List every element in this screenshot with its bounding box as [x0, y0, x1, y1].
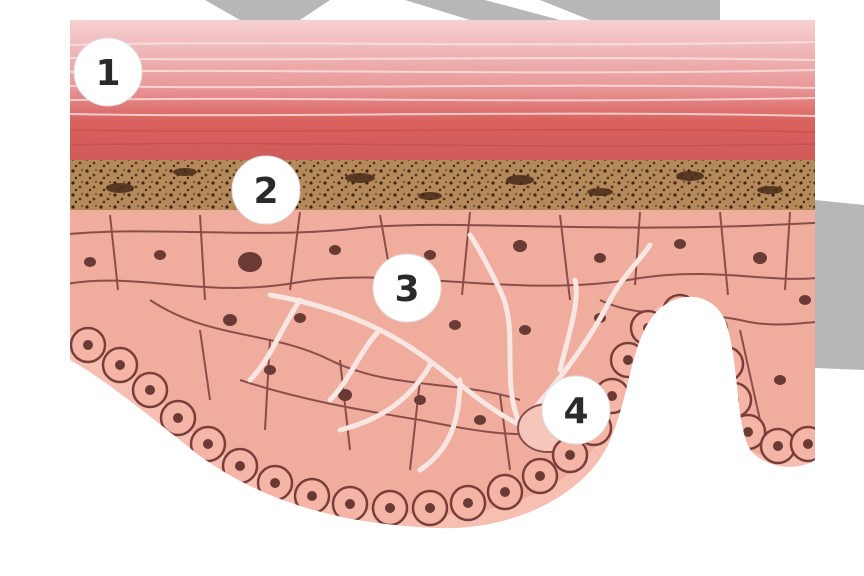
label-4-circle — [541, 375, 611, 445]
label-4: 4 — [541, 375, 611, 445]
stratum-granulosum — [70, 160, 815, 210]
label-3-circle — [372, 253, 442, 323]
watermark-shapes — [205, 0, 864, 370]
label-3: 3 — [372, 253, 442, 323]
label-1-text: 1 — [95, 53, 120, 94]
label-2-text: 2 — [253, 171, 278, 212]
label-2-circle — [231, 155, 301, 225]
label-1: 1 — [73, 37, 143, 107]
label-2: 2 — [231, 155, 301, 225]
label-1-circle — [73, 37, 143, 107]
label-4-text: 4 — [563, 391, 588, 432]
corneum-dark-lines — [70, 128, 815, 147]
label-3-text: 3 — [394, 269, 419, 310]
corneum-fibers — [70, 41, 815, 117]
granulosum-dark-cells — [106, 168, 783, 200]
